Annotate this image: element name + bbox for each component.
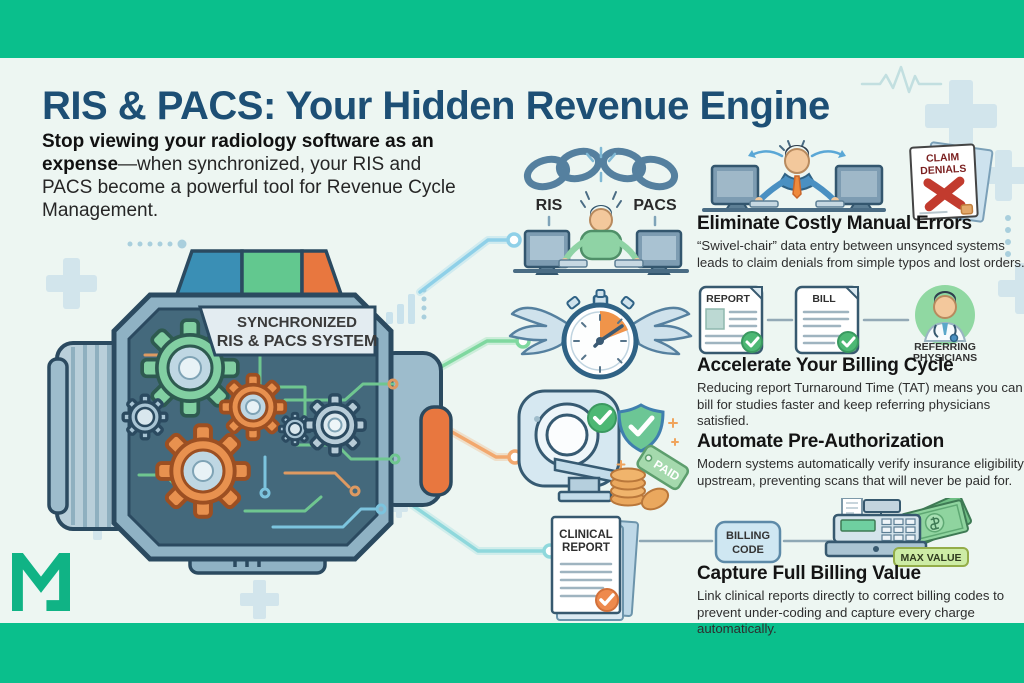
- dot-accents: [127, 215, 1011, 561]
- claim-denials-label2: DENIALS: [920, 163, 967, 177]
- ekg-line-icon: [860, 65, 943, 94]
- engine-label-plate: SYNCHRONIZED RIS & PACS SYSTEM: [197, 305, 378, 357]
- billing-value-illustration: BILLING CODE: [638, 498, 972, 567]
- paid-tag-icon: PAID: [636, 444, 690, 491]
- clinical-report-label2: REPORT: [562, 542, 610, 554]
- gear-icon-orange-mid: [218, 372, 288, 442]
- swivel-arrows: [748, 150, 846, 158]
- clinical-report-icon: CLINICAL REPORT: [550, 515, 639, 621]
- broken-chain-icon: [523, 147, 679, 191]
- gear-icon-tiny-gray: [277, 411, 313, 447]
- bottom-green-bar: [0, 623, 1024, 683]
- report-doc-label: REPORT: [706, 293, 750, 305]
- chain-label-ris: RIS: [536, 197, 563, 214]
- gear-icon-right-gray: [303, 393, 367, 457]
- stopwatch-body: [561, 289, 639, 380]
- monitor-icon-left: [523, 229, 571, 275]
- cash-register-icon: [824, 498, 928, 558]
- coins-icon: [610, 467, 670, 511]
- gear-icon-orange-big: [155, 423, 251, 519]
- section-heading: Capture Full Billing Value: [697, 563, 921, 584]
- shield-check-icon: [617, 403, 665, 453]
- billing-code-label2: CODE: [732, 544, 764, 556]
- wing-right: [631, 306, 693, 356]
- wing-left: [508, 306, 570, 356]
- chain-label-pacs: PACS: [633, 197, 677, 214]
- monitor-icon-right: [635, 229, 683, 275]
- check-circle-icon: [587, 403, 617, 433]
- gear-icon-green: [140, 318, 240, 418]
- page-title: RIS & PACS: Your Hidden Revenue Engine: [42, 84, 830, 128]
- intro-bold: Stop viewing your radiology software as …: [42, 131, 434, 175]
- engine-illustration: SYNCHRONIZED RIS & PACS SYSTEM: [47, 249, 453, 575]
- gear-icon-small-gray: [121, 393, 169, 441]
- billing-code-badge: BILLING CODE: [714, 520, 782, 564]
- break-spark: [585, 146, 617, 183]
- section-full-billing-value: Capture Full Billing Value Link clinical…: [697, 563, 1024, 638]
- winged-stopwatch-icon: [508, 289, 693, 380]
- section-description: “Swivel-chair” data entry between unsync…: [697, 238, 1024, 270]
- max-value-tag: MAX VALUE: [893, 547, 969, 567]
- brand-m-logo: [12, 553, 70, 611]
- sweat-marks: [779, 140, 805, 151]
- billing-cycle-illustration: REPORT BILL REFERRING PHYSICIANS: [698, 285, 977, 364]
- red-x-icon: [923, 176, 966, 212]
- broken-chain-illustration: RIS PACS: [513, 146, 689, 275]
- billing-code-label1: BILLING: [726, 530, 770, 542]
- max-value-label: MAX VALUE: [900, 552, 961, 564]
- section-heading: Accelerate Your Billing Cycle: [697, 355, 954, 376]
- claim-denials-icon: CLAIM DENIALS: [909, 141, 994, 223]
- bill-doc-icon: BILL: [794, 285, 860, 355]
- top-green-bar: [0, 0, 1024, 58]
- physicians-label1: REFERRING: [914, 341, 976, 353]
- orange-check-icon: [595, 588, 619, 612]
- section-billing-cycle: Accelerate Your Billing Cycle Reducing r…: [697, 355, 1024, 430]
- bar-chart-glyph: [386, 294, 415, 324]
- referring-physician-avatar: [915, 285, 975, 345]
- clinical-report-label1: CLINICAL: [559, 529, 613, 541]
- section-manual-errors: Eliminate Costly Manual Errors “Swivel-c…: [697, 213, 1024, 271]
- section-description: Modern systems automatically verify insu…: [697, 456, 1024, 488]
- engine-label-line1: SYNCHRONIZED: [237, 314, 357, 331]
- section-heading: Eliminate Costly Manual Errors: [697, 213, 972, 234]
- physicians-label2: PHYSICIANS: [913, 352, 977, 364]
- intro-rest: —when synchronized, your RIS and PACS be…: [42, 154, 456, 221]
- intro-text: Stop viewing your radiology software as …: [42, 130, 476, 222]
- section-description: Reducing report Turnaround Time (TAT) me…: [697, 380, 1023, 428]
- sparkle-accents: [616, 418, 679, 469]
- section-heading: Automate Pre-Authorization: [697, 431, 945, 452]
- section-pre-authorization: Automate Pre-Authorization Modern system…: [697, 431, 1024, 489]
- swivel-chair-illustration: [702, 140, 886, 212]
- engine-label-line2: RIS & PACS SYSTEM: [217, 333, 378, 350]
- mri-scanner-illustration: PAID: [517, 389, 690, 511]
- stressed-worker-icon: [561, 191, 641, 266]
- worker-icon: [755, 145, 839, 205]
- section-description: Link clinical reports directly to correc…: [697, 588, 1005, 636]
- report-doc-icon: REPORT: [698, 285, 764, 355]
- bill-doc-label: BILL: [812, 293, 836, 305]
- claim-denials-label1: CLAIM: [926, 151, 960, 165]
